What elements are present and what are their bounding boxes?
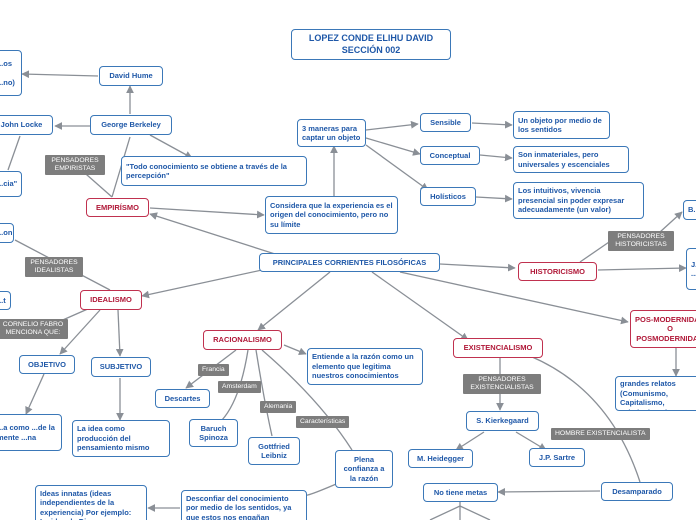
posmodernidad-node[interactable]: POS-MODERNIDAD O POSMODERNIDAD bbox=[630, 310, 696, 348]
author-title-node[interactable]: LOPEZ CONDE ELIHU DAVID SECCIÓN 002 bbox=[291, 29, 451, 60]
historicismo-node[interactable]: HISTORICISMO bbox=[518, 262, 597, 281]
pensadores-empiristas-label: PENSADORES EMPIRISTAS bbox=[45, 155, 105, 176]
edge-racion-desc bbox=[283, 344, 307, 355]
edge-holisticos-desc bbox=[475, 194, 513, 203]
edge-hume-left bbox=[21, 70, 99, 79]
edge-idealismo-objetivo bbox=[59, 309, 101, 355]
left-t-partial-node[interactable]: ...t bbox=[0, 291, 11, 310]
edge-locke-down bbox=[7, 135, 21, 171]
edge-pensadores-b bbox=[659, 211, 683, 233]
desconfiar-node[interactable]: Desconfiar del conocimiento por medio de… bbox=[181, 490, 307, 520]
edge-central-existencialismo bbox=[371, 271, 469, 341]
caracteristicas-label: Características bbox=[296, 416, 350, 429]
edge-berkeley-quote bbox=[149, 134, 193, 159]
racionalismo-desc-node[interactable]: Entiende a la razón como un elemento que… bbox=[307, 348, 423, 385]
subjetivo-desc-node[interactable]: La idea como producción del pensamiento … bbox=[72, 420, 170, 457]
heidegger-node[interactable]: M. Heidegger bbox=[408, 449, 473, 468]
sartre-node[interactable]: J.P. Sartre bbox=[529, 448, 585, 467]
left-mid-partial-node[interactable]: ...cia" bbox=[0, 171, 22, 197]
holisticos-desc-node[interactable]: Los intuitivos, vivencia presencial sin … bbox=[513, 182, 644, 219]
conceptual-desc-node[interactable]: Son inmateriales, pero universales y esc… bbox=[513, 146, 629, 173]
george-berkeley-node[interactable]: George Berkeley bbox=[90, 115, 172, 135]
right-b-partial-node[interactable]: B... bbox=[683, 200, 696, 220]
edge-tres-sensible bbox=[365, 120, 419, 131]
plena-confianza-node[interactable]: Plena confianza a la razón bbox=[335, 450, 393, 488]
edge-racion-plena bbox=[261, 349, 353, 451]
no-tiene-metas-node[interactable]: No tiene metas bbox=[423, 483, 498, 502]
sensible-desc-node[interactable]: Un objeto por medio de los sentidos bbox=[513, 111, 610, 139]
posmodernidad-desc-node[interactable]: Destruccion de los grandes relatos (Comu… bbox=[615, 376, 696, 411]
leibniz-node[interactable]: Gottfried Leibniz bbox=[248, 437, 300, 465]
pensadores-existencialistas-label: PENSADORES EXISTENCIALISTAS bbox=[463, 374, 541, 395]
objetivo-node[interactable]: OBJETIVO bbox=[19, 355, 75, 374]
edge-racion-leibniz bbox=[255, 349, 273, 437]
idealismo-node[interactable]: IDEALISMO bbox=[80, 290, 142, 310]
edge-idealismo-subjetivo bbox=[115, 309, 124, 357]
descartes-node[interactable]: Descartes bbox=[155, 389, 210, 408]
considera-node[interactable]: Considera que la experiencia es el orige… bbox=[265, 196, 398, 234]
edge-hist-right bbox=[597, 264, 687, 273]
left-on-partial-node[interactable]: ...on bbox=[0, 223, 14, 243]
kierkegaard-node[interactable]: S. Kierkegaard bbox=[466, 411, 539, 431]
ideas-innatas-node[interactable]: Ideas innatas (ideas independientes de l… bbox=[35, 485, 147, 520]
edge-sensible-desc bbox=[471, 120, 513, 129]
edge-desamparado-nometas bbox=[497, 488, 601, 496]
edge-hist-pensadores bbox=[579, 239, 613, 263]
conceptual-node[interactable]: Conceptual bbox=[420, 146, 480, 165]
cornelio-fabro-label: CORNELIO FABRO MENCIONA QUE: bbox=[0, 319, 68, 340]
berkeley-quote-node[interactable]: "Todo conocimiento se obtiene a través d… bbox=[121, 156, 307, 186]
edge-nometas-down3 bbox=[429, 505, 461, 520]
holisticos-node[interactable]: Holísticos bbox=[420, 187, 476, 206]
edge-central-idealismo bbox=[141, 269, 263, 299]
edge-tres-conceptual bbox=[365, 137, 421, 156]
central-topic-node[interactable]: PRINCIPALES CORRIENTES FILOSÓFICAS bbox=[259, 253, 440, 272]
edge-empirismo-considera bbox=[149, 207, 265, 219]
racionalismo-node[interactable]: RACIONALISMO bbox=[203, 330, 282, 350]
edge-exist-hombre bbox=[529, 355, 641, 483]
edge-central-historicismo bbox=[439, 263, 516, 272]
edge-central-posmodernidad bbox=[399, 271, 629, 325]
pensadores-historicistas-label: PENSADORES HISTORICISTAS bbox=[608, 231, 674, 252]
hombre-existencialista-label: HOMBRE EXISTENCIALISTA bbox=[551, 428, 650, 441]
sensible-node[interactable]: Sensible bbox=[420, 113, 471, 132]
existencialismo-node[interactable]: EXISTENCIALISMO bbox=[453, 338, 543, 358]
amsterdam-label: Amsterdam bbox=[218, 381, 261, 394]
francia-label: Francia bbox=[198, 364, 229, 377]
edge-nometas-down2 bbox=[459, 505, 491, 520]
edge-conceptual-desc bbox=[479, 153, 513, 162]
right-mid-partial-node[interactable]: J... ... bbox=[686, 248, 696, 290]
edge-central-racionalismo bbox=[257, 271, 331, 331]
tres-maneras-node[interactable]: 3 maneras para captar un objeto bbox=[297, 119, 366, 147]
left-top-partial-node[interactable]: ...os ...no) bbox=[0, 50, 22, 96]
edge-tres-holisticos bbox=[365, 144, 429, 191]
desamparado-node[interactable]: Desamparado bbox=[601, 482, 673, 501]
edge-kierk-heidegger bbox=[455, 431, 485, 451]
john-locke-node[interactable]: John Locke bbox=[0, 115, 53, 135]
objetivo-desc-node[interactable]: ...a como ...de la mente ...na bbox=[0, 414, 62, 451]
pensadores-idealistas-label: PENSADORES IDEALISTAS bbox=[25, 257, 83, 278]
david-hume-node[interactable]: David Hume bbox=[99, 66, 163, 86]
edge-kierk-sartre bbox=[515, 431, 547, 451]
alemania-label: Alemania bbox=[260, 401, 297, 414]
empirismo-node[interactable]: EMPIRÍSMO bbox=[86, 198, 149, 217]
subjetivo-node[interactable]: SUBJETIVO bbox=[91, 357, 151, 377]
spinoza-node[interactable]: Baruch Spinoza bbox=[189, 419, 238, 447]
edge-objetivo-desc bbox=[25, 373, 45, 415]
